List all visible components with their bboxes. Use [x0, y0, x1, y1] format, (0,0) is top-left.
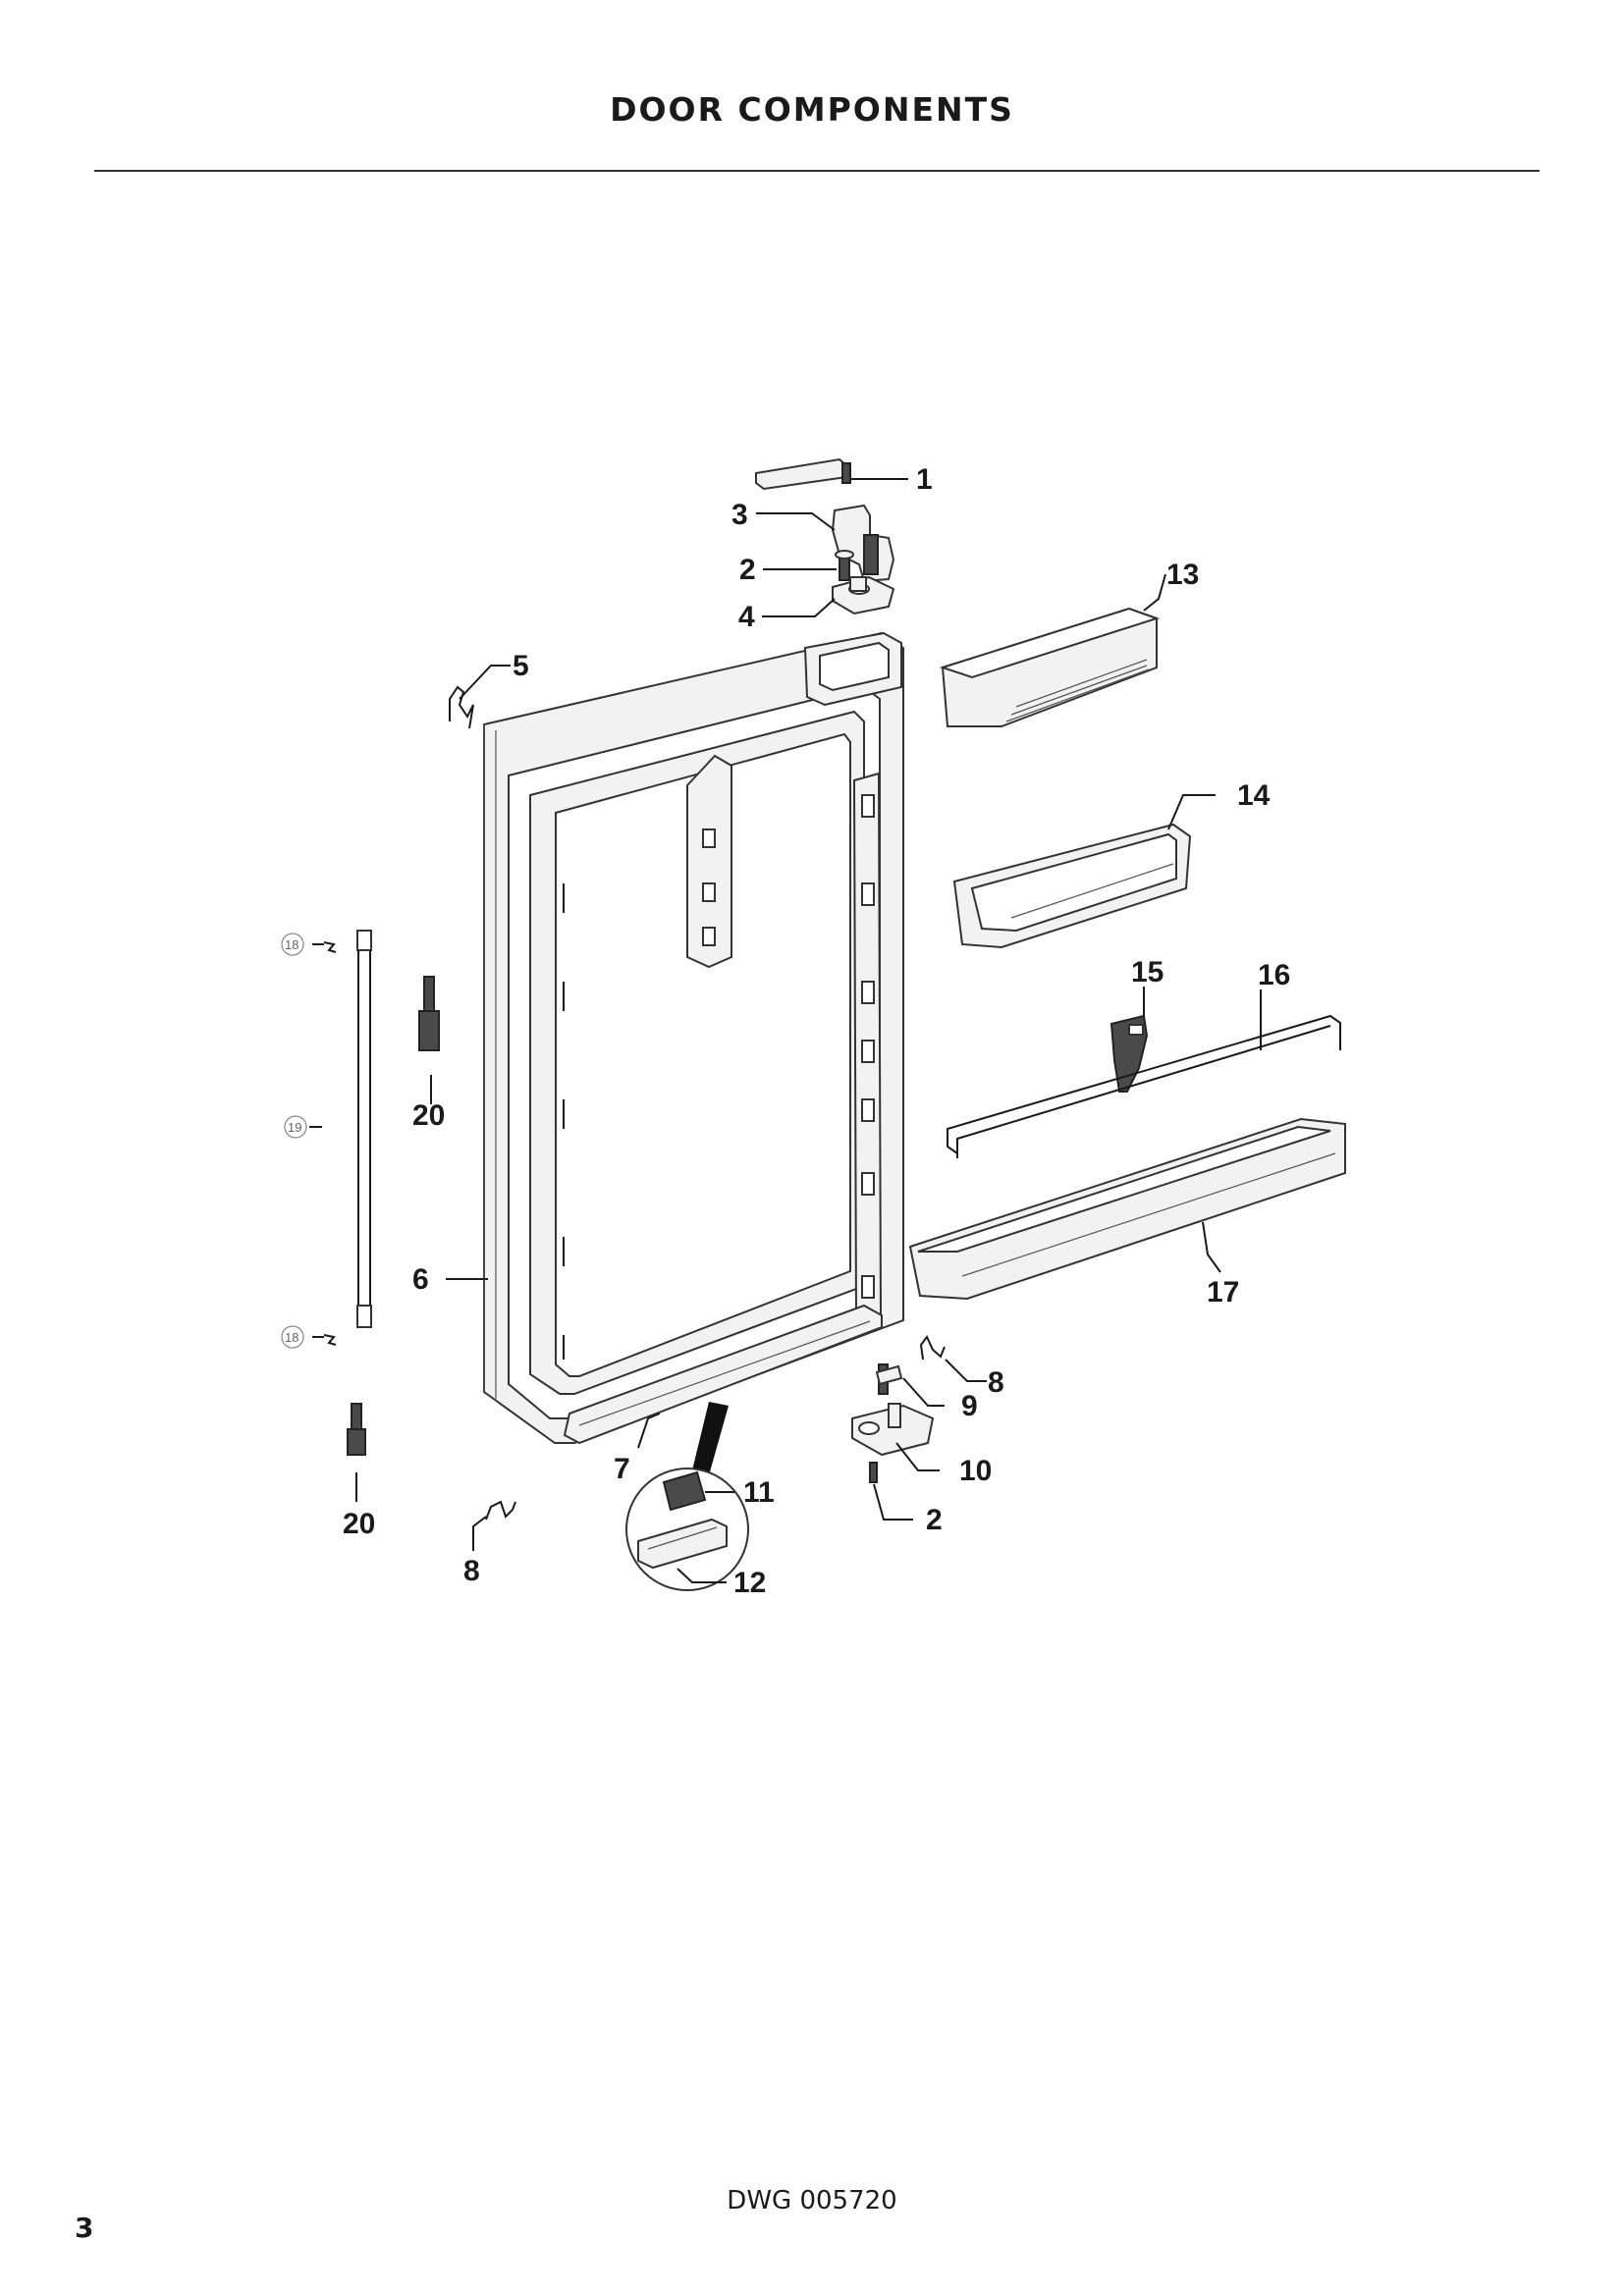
callout-11: 11 [743, 1476, 775, 1509]
door-handle-part [323, 930, 372, 1346]
callout-5: 5 [513, 650, 529, 682]
shelf-divider-part [1110, 1014, 1149, 1093]
pad-part [662, 1470, 707, 1512]
detail-magnifier [625, 1402, 749, 1591]
handle-bolt-lower-part [347, 1403, 366, 1456]
callout-20-lower: 20 [343, 1508, 375, 1540]
callout-4: 4 [738, 601, 755, 633]
dairy-bin-part [939, 607, 1161, 727]
page-title: DOOR COMPONENTS [610, 90, 1014, 129]
retainer-rail-part [947, 1014, 1341, 1158]
callout-7: 7 [614, 1453, 630, 1485]
upper-hinge-part [831, 504, 895, 583]
large-door-shelf-part [908, 1117, 1346, 1301]
leader-lines [309, 478, 1262, 1583]
callout-labels: 1 3 2 4 5 13 14 15 16 17 6 7 8 9 10 2 11… [343, 463, 1290, 1599]
callout-10: 10 [959, 1455, 992, 1487]
circled-callouts: 18 19 18 [281, 933, 307, 1349]
hinge-screw-part [835, 550, 854, 581]
callout-12: 12 [733, 1567, 766, 1599]
callout-19: 19 [288, 1120, 301, 1135]
callout-18-upper: 18 [285, 937, 298, 952]
callout-16: 16 [1258, 959, 1290, 991]
drawing-number: DWG 005720 [727, 2186, 897, 2216]
hinge-pin-part [875, 1363, 903, 1395]
clip-part-right [919, 1335, 946, 1361]
page-number: 3 [75, 2212, 94, 2244]
callout-2-lower: 2 [926, 1504, 943, 1536]
callout-2-upper: 2 [739, 554, 756, 586]
hinge-cover-part [755, 457, 851, 491]
callout-9: 9 [961, 1390, 978, 1422]
handle-bolt-upper-part [418, 976, 440, 1051]
hinge-bushing-part [832, 575, 895, 615]
clip-part-bottom [485, 1500, 516, 1521]
callout-20-upper: 20 [412, 1099, 445, 1132]
callout-3: 3 [731, 499, 748, 531]
callout-8-right: 8 [988, 1366, 1004, 1399]
title-divider [94, 170, 1540, 172]
callout-13: 13 [1166, 559, 1199, 591]
callout-8-left: 8 [463, 1555, 480, 1587]
callout-1: 1 [916, 463, 933, 496]
callout-14: 14 [1237, 779, 1271, 812]
callout-17: 17 [1207, 1276, 1239, 1308]
callout-6: 6 [412, 1263, 429, 1296]
door-frame-part [483, 631, 904, 1445]
lower-hinge-part [851, 1403, 935, 1457]
small-door-shelf-part [952, 823, 1192, 949]
callout-15: 15 [1131, 956, 1164, 988]
bracket-part [637, 1518, 728, 1570]
lower-hinge-screw-part [869, 1462, 878, 1483]
clip-part-top [449, 685, 474, 729]
callout-18-lower: 18 [285, 1330, 298, 1345]
